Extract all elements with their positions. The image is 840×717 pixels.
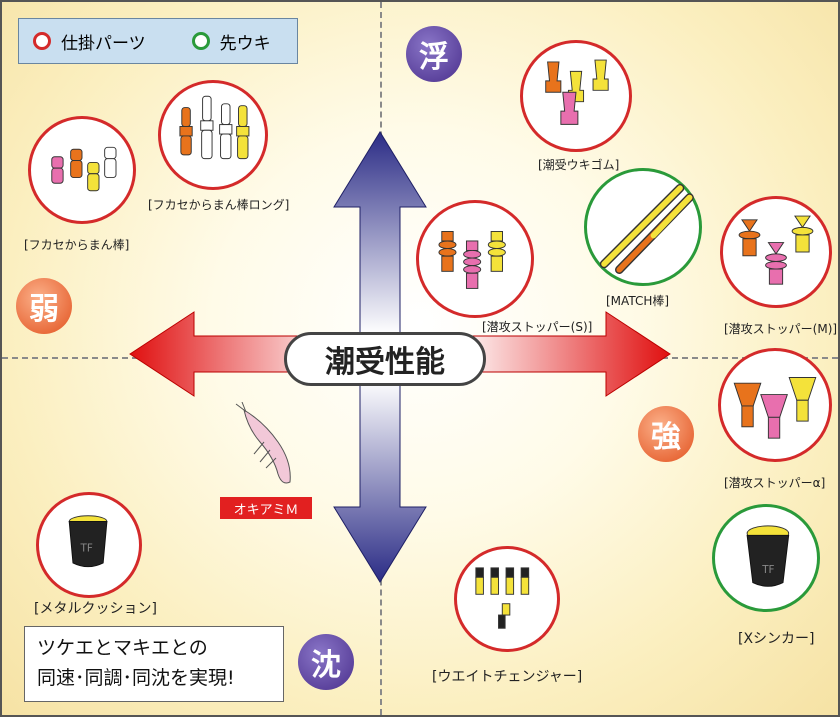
shiouke-gomu-label: [潮受ウキゴム]	[538, 158, 620, 172]
svg-text:TF: TF	[80, 543, 93, 555]
stopper-m-label: [潜攻ストッパー(M)]	[724, 322, 838, 336]
sink-badge: 沈	[298, 634, 354, 690]
fukase-label: [フカセからまん棒]	[24, 238, 130, 252]
metal-cushion-label: [メタルクッション]	[34, 601, 157, 617]
weight-changer-label: [ウエイトチェンジャー]	[432, 669, 583, 685]
stopper-s-circle	[416, 200, 534, 318]
shrimp-icon	[235, 402, 291, 484]
note-line-2: 同速･同調･同沈を実現!	[37, 667, 235, 689]
strong-badge: 強	[638, 406, 694, 462]
x-sinker-circle: TF	[712, 504, 820, 612]
shiouke-gomu-circle	[520, 40, 632, 152]
green-ring-icon	[191, 32, 210, 50]
float-badge: 浮	[406, 26, 462, 82]
x-sinker-label: [Xシンカー]	[738, 631, 815, 647]
legend-item-float: 先ウキ	[219, 33, 271, 54]
match-circle	[584, 168, 702, 286]
svg-text:TF: TF	[761, 564, 774, 576]
okiami-tag: オキアミＭ	[220, 497, 312, 519]
stopper-s-label: [潜攻ストッパー(S)]	[482, 320, 593, 334]
stopper-alpha-label: [潜攻ストッパーα]	[724, 476, 826, 490]
stopper-m-circle	[720, 196, 832, 308]
fukase-long-circle	[158, 80, 268, 190]
weight-changer-circle	[454, 546, 560, 652]
fukase-long-label: [フカセからまん棒ロング]	[148, 198, 290, 212]
center-label: 潮受性能	[284, 332, 486, 386]
legend-item-parts: 仕掛パーツ	[61, 33, 146, 54]
note-line-1: ツケエとマキエとの	[37, 637, 208, 659]
fukase-circle	[28, 116, 136, 224]
metal-cushion-circle: TF	[36, 492, 142, 598]
red-ring-icon	[33, 32, 51, 50]
legend: 仕掛パーツ 先ウキ	[18, 18, 298, 64]
feature-note: ツケエとマキエとの 同速･同調･同沈を実現!	[24, 626, 284, 702]
weak-badge: 弱	[16, 278, 72, 334]
match-label: [MATCH棒]	[606, 294, 670, 308]
stopper-alpha-circle	[718, 348, 832, 462]
